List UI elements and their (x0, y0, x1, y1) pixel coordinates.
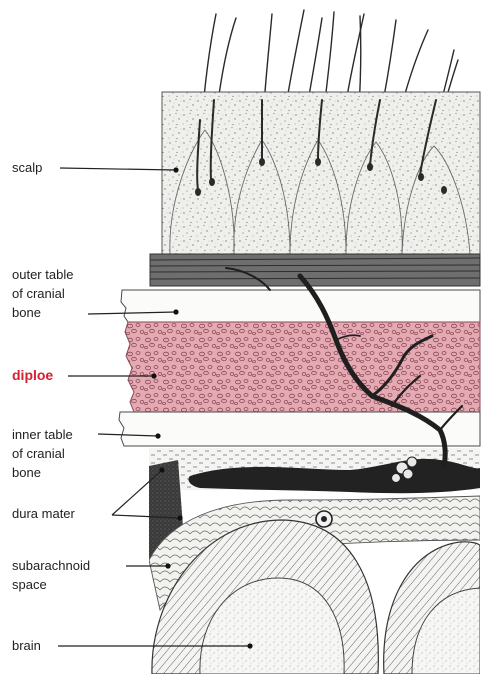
blood-vessel-cross-section (316, 511, 332, 527)
galea-band (150, 254, 480, 286)
outer-table-layer (121, 290, 480, 322)
label-scalp: scalp (12, 158, 42, 177)
label-outer-table: outer table of cranial bone (12, 265, 73, 322)
label-inner-table: inner table of cranial bone (12, 425, 73, 482)
label-subarachnoid-space: subarachnoid space (12, 556, 90, 594)
scalp-layer (162, 92, 480, 254)
diploe-layer (125, 322, 480, 412)
label-diploe: diploe (12, 366, 53, 385)
label-dura-mater: dura mater (12, 504, 75, 523)
label-brain: brain (12, 636, 41, 655)
